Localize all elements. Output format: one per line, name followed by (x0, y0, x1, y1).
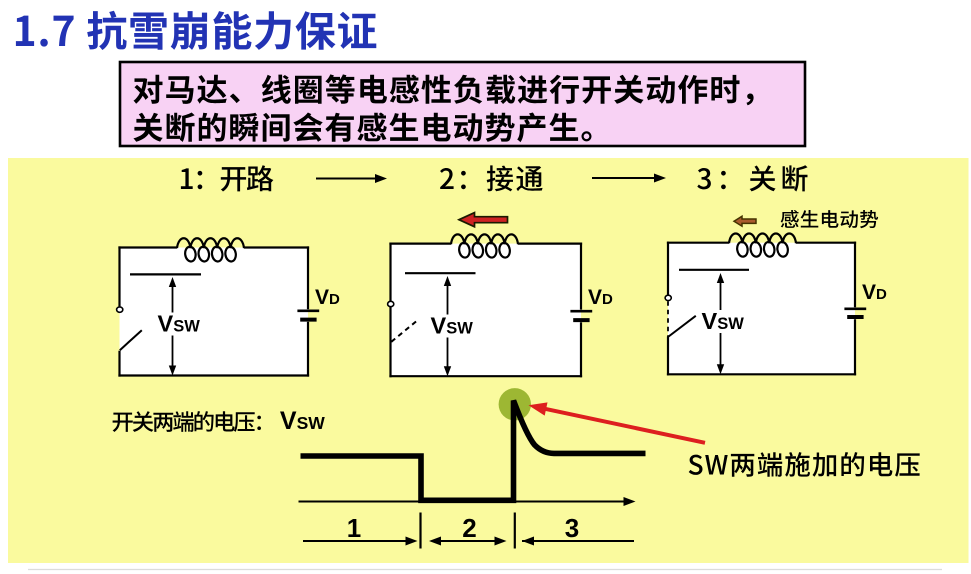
svg-text:2: 2 (462, 513, 476, 543)
svg-text:VD: VD (862, 281, 887, 304)
svg-text:VD: VD (588, 286, 613, 309)
svg-text:1: 1 (347, 513, 361, 543)
svg-text:VD: VD (315, 286, 340, 309)
svg-text:3: 3 (565, 513, 579, 543)
